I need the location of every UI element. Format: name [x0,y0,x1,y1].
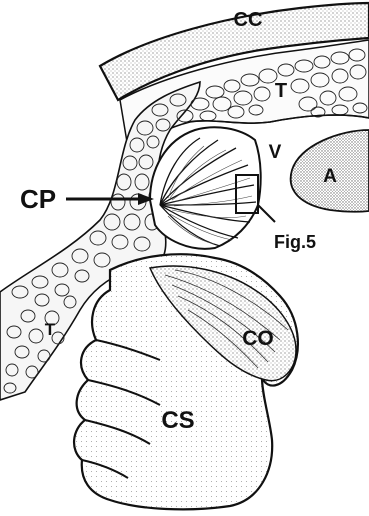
label-fig5: Fig.5 [274,232,316,252]
fig5-leader [258,205,275,222]
label-v: V [269,142,282,163]
label-t-upper: T [275,80,287,102]
label-a: A [323,166,337,187]
label-cc: CC [234,9,263,31]
label-cp: CP [20,184,56,214]
label-co: CO [242,327,274,350]
label-t-lower: T [45,320,56,339]
label-cs: CS [161,407,194,434]
choroid-plexus [150,127,261,249]
